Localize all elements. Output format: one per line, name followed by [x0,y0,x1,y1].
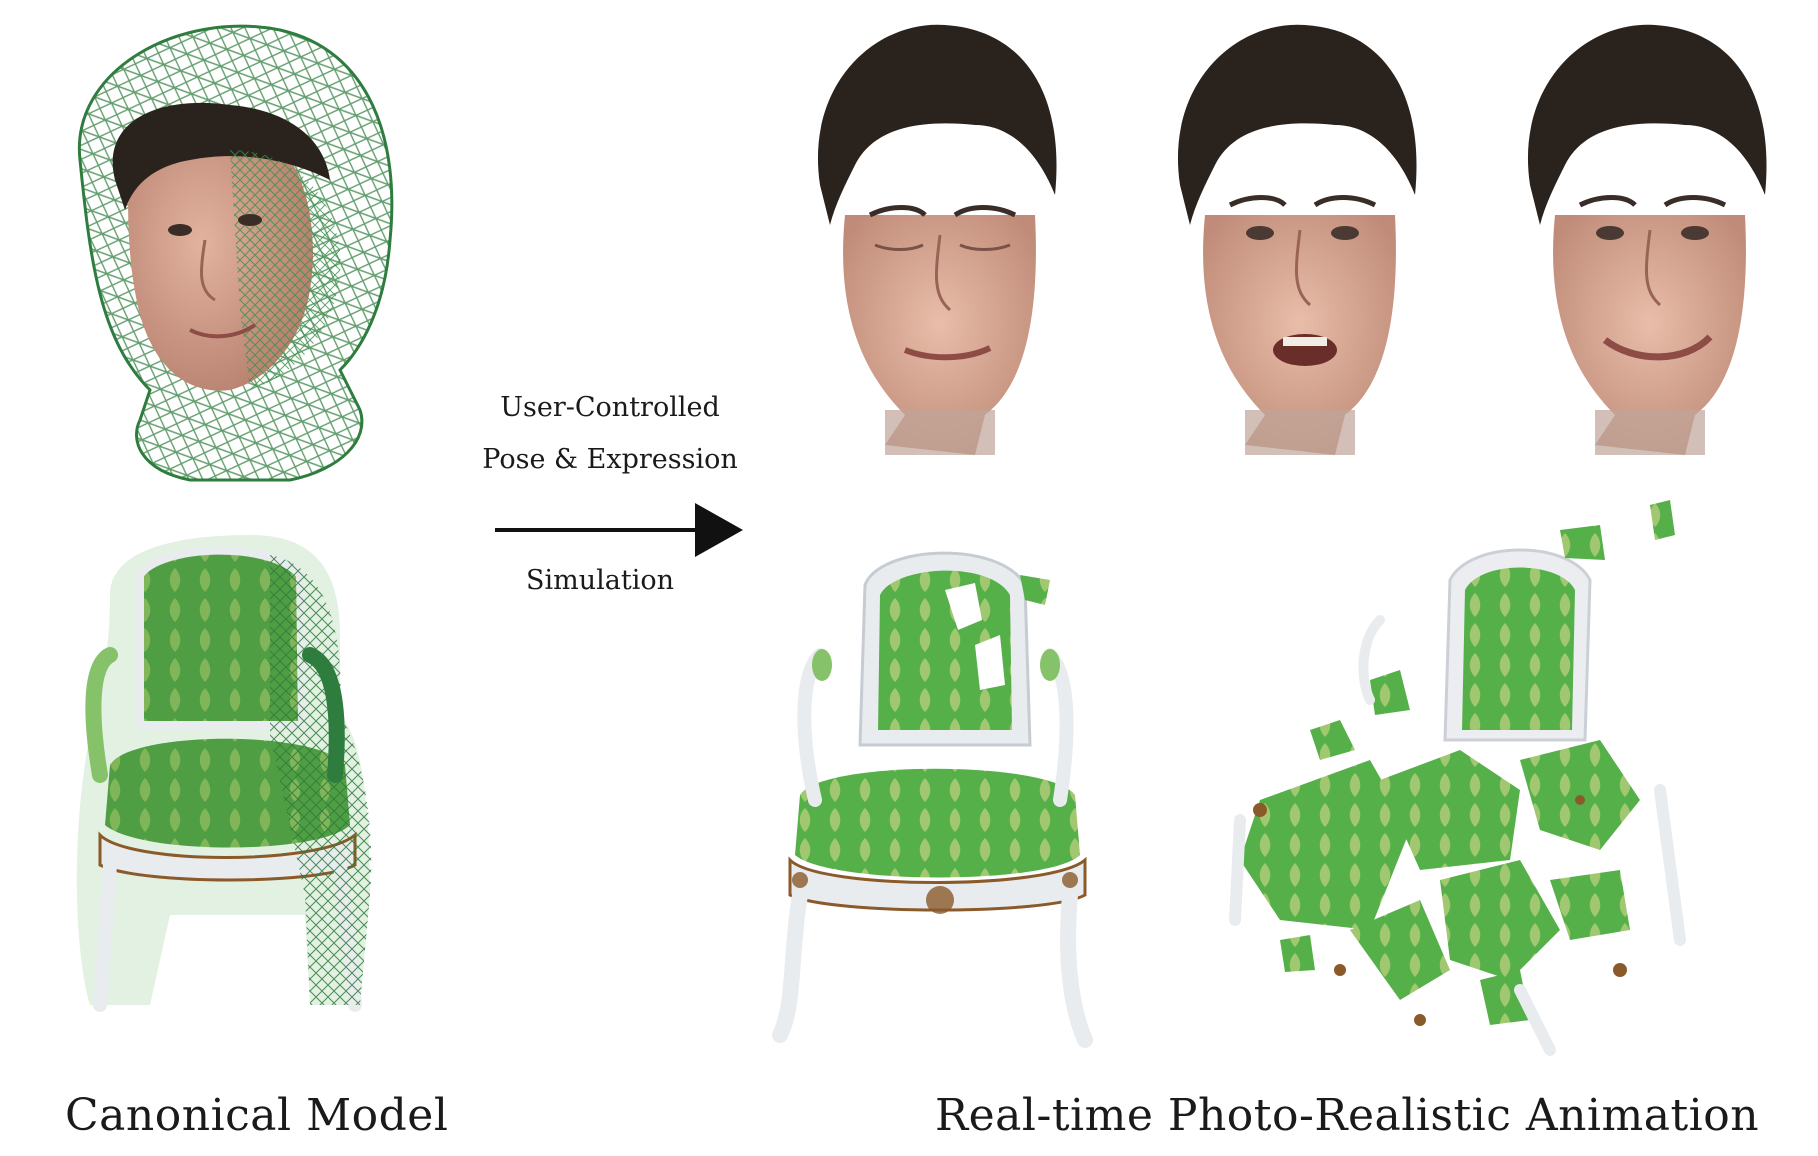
arrow-label-pose-expression: Pose & Expression [482,444,738,475]
caption-canonical-model: Canonical Model [65,1090,449,1141]
canonical-head-mesh-figure [77,24,394,482]
animated-chair-intact [772,551,1093,1048]
animated-face-3 [1527,24,1767,455]
animated-chair-shattered [1229,500,1686,1056]
animated-face-1 [817,24,1057,455]
animated-face-2 [1177,24,1417,455]
right-arrow [495,503,743,557]
arrow-label-simulation: Simulation [526,565,674,596]
arrow-label-user-controlled: User-Controlled [500,392,720,423]
canonical-chair-mesh-figure [76,535,372,1012]
caption-realtime-animation: Real-time Photo-Realistic Animation [935,1090,1760,1141]
